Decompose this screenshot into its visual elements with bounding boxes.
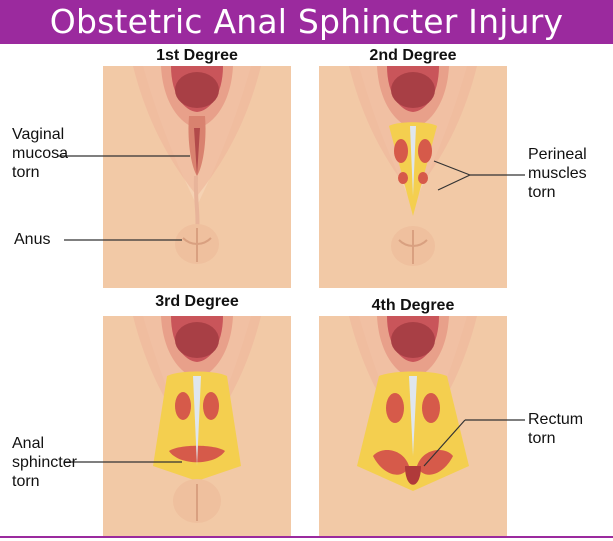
label-rectum-line2: torn <box>528 430 556 447</box>
label-rectum-line1: Rectum <box>528 411 584 428</box>
label-perineal-muscles: Perineal muscles torn <box>528 145 587 202</box>
illustration-1st-degree <box>103 66 291 288</box>
label-anus: Anus <box>14 231 51 248</box>
label-vaginal-mucosa-line3: torn <box>12 164 40 181</box>
title-bar <box>0 0 613 44</box>
label-vaginal-mucosa: Vaginal mucosa torn <box>12 125 68 182</box>
label-perineal-muscles-line1: Perineal <box>528 146 587 163</box>
label-vaginal-mucosa-line2: mucosa <box>12 145 69 162</box>
illustration-4th-degree <box>319 316 507 538</box>
panel-1st-degree <box>103 66 291 288</box>
label-anal-sphincter: Anal sphincter torn <box>12 434 77 491</box>
illustration-2nd-degree <box>319 66 507 288</box>
label-perineal-muscles-line2: muscles <box>528 165 587 182</box>
label-perineal-muscles-line3: torn <box>528 184 556 201</box>
illustration-3rd-degree <box>103 316 291 538</box>
panel-4th-degree <box>319 316 507 538</box>
panel-3rd-degree <box>103 316 291 538</box>
bottom-rule <box>0 536 613 538</box>
label-rectum: Rectum torn <box>528 410 583 448</box>
caption-1st-degree: 1st Degree <box>156 47 238 64</box>
panel-2nd-degree <box>319 66 507 288</box>
label-anal-sphincter-line3: torn <box>12 473 40 490</box>
label-anal-sphincter-line2: sphincter <box>12 454 77 471</box>
caption-2nd-degree: 2nd Degree <box>369 47 457 64</box>
label-anal-sphincter-line1: Anal <box>12 435 45 452</box>
caption-3rd-degree: 3rd Degree <box>155 293 239 310</box>
caption-4th-degree: 4th Degree <box>371 297 455 314</box>
page-title: Obstetric Anal Sphincter Injury <box>49 2 564 41</box>
label-vaginal-mucosa-line1: Vaginal <box>12 126 65 143</box>
